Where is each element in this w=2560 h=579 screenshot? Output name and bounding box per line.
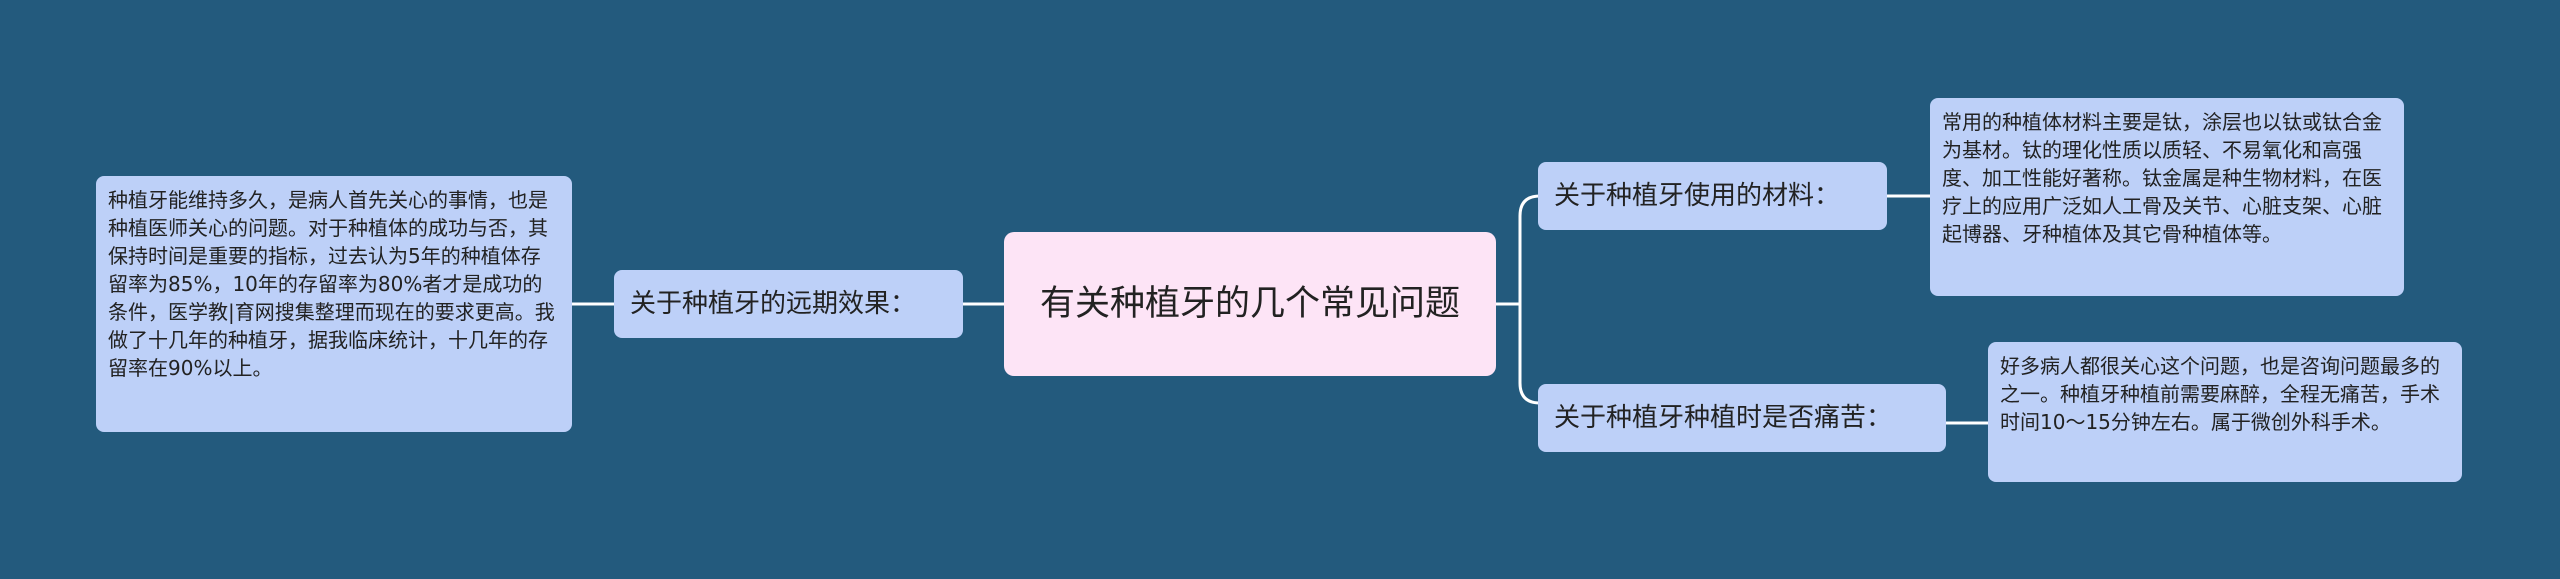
leaf-long-term-effect-text: 种植牙能维持多久，是病人首先关心的事情，也是种植医师关心的问题。对于种植体的成功… — [108, 188, 555, 380]
branch-material-label: 关于种植牙使用的材料： — [1554, 181, 1841, 211]
center-topic-label: 有关种植牙的几个常见问题 — [1039, 284, 1460, 324]
connector-right-trunk — [1518, 194, 1541, 405]
branch-material[interactable]: 关于种植牙使用的材料： — [1538, 162, 1887, 230]
leaf-material[interactable]: 常用的种植体材料主要是钛，涂层也以钛或钛合金为基材。钛的理化性质以质轻、不易氧化… — [1930, 98, 2404, 296]
leaf-material-text: 常用的种植体材料主要是钛，涂层也以钛或钛合金为基材。钛的理化性质以质轻、不易氧化… — [1942, 110, 2382, 246]
branch-pain[interactable]: 关于种植牙种植时是否痛苦： — [1538, 384, 1946, 452]
leaf-pain-text: 好多病人都很关心这个问题，也是咨询问题最多的之一。种植牙种植前需要麻醉，全程无痛… — [2000, 354, 2440, 434]
leaf-pain[interactable]: 好多病人都很关心这个问题，也是咨询问题最多的之一。种植牙种植前需要麻醉，全程无痛… — [1988, 342, 2462, 482]
branch-pain-label: 关于种植牙种植时是否痛苦： — [1554, 403, 1893, 433]
center-topic-node[interactable]: 有关种植牙的几个常见问题 — [1004, 232, 1496, 376]
branch-long-term-effect-label: 关于种植牙的远期效果： — [630, 289, 917, 319]
leaf-long-term-effect[interactable]: 种植牙能维持多久，是病人首先关心的事情，也是种植医师关心的问题。对于种植体的成功… — [96, 176, 572, 432]
branch-long-term-effect[interactable]: 关于种植牙的远期效果： — [614, 270, 963, 338]
